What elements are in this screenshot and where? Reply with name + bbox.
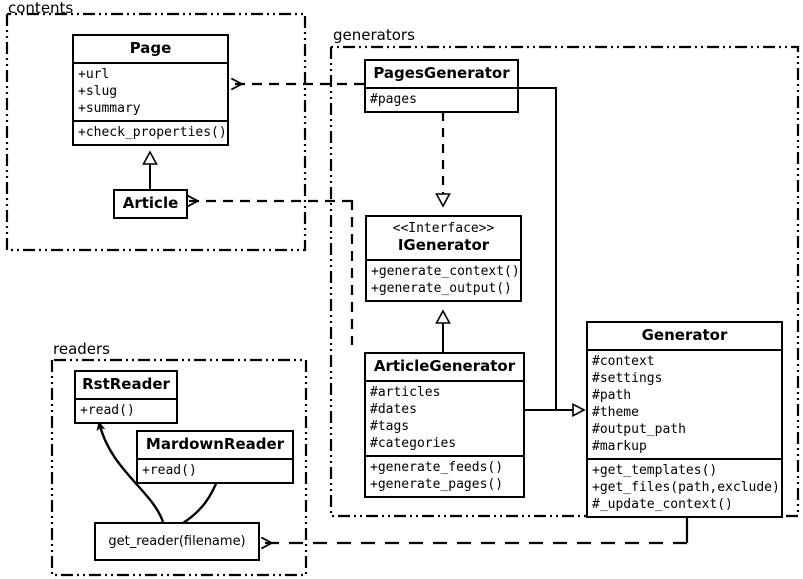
class-stereotype-igenerator: <<Interface>> bbox=[392, 221, 495, 236]
class-name-pages-generator: PagesGenerator bbox=[373, 64, 510, 82]
operation: +read() bbox=[80, 403, 135, 418]
class-box-rst-reader[interactable]: RstReader +read() bbox=[74, 370, 178, 424]
class-name-generator: Generator bbox=[641, 326, 728, 344]
operation: +generate_feeds() bbox=[370, 460, 504, 475]
function-label-get-reader: get_reader(filename) bbox=[108, 534, 246, 549]
attribute: #path bbox=[592, 388, 632, 403]
class-attributes-article-generator: #articles #dates #tags #categories bbox=[366, 380, 523, 455]
attribute: #dates bbox=[370, 402, 417, 417]
relation-articlegenerator-uses-article bbox=[188, 200, 354, 345]
class-box-page[interactable]: Page +url +slug +summary +check_properti… bbox=[72, 34, 229, 146]
class-box-article-generator[interactable]: ArticleGenerator #articles #dates #tags … bbox=[364, 352, 525, 498]
class-name-page: Page bbox=[129, 39, 172, 57]
attribute: #categories bbox=[370, 436, 457, 451]
attribute: #markup bbox=[592, 439, 647, 454]
operation: #_update_context() bbox=[592, 497, 733, 512]
operation: +generate_pages() bbox=[370, 477, 504, 492]
class-operations-rst-reader: +read() bbox=[76, 398, 176, 422]
relation-generators-inherit-generator bbox=[519, 87, 584, 410]
class-attributes-page: +url +slug +summary bbox=[74, 62, 227, 120]
class-name-mardown-reader: MardownReader bbox=[145, 435, 285, 453]
attribute: #settings bbox=[592, 371, 663, 386]
class-box-mardown-reader[interactable]: MardownReader +read() bbox=[136, 430, 294, 484]
attribute: +url bbox=[78, 67, 110, 82]
package-label-generators: generators bbox=[330, 27, 418, 44]
attribute: #theme bbox=[592, 405, 639, 420]
class-operations-mardown-reader: +read() bbox=[138, 458, 292, 482]
operation: +generate_output() bbox=[371, 281, 512, 296]
package-label-readers: readers bbox=[50, 341, 113, 358]
class-attributes-pages-generator: #pages bbox=[366, 87, 517, 111]
class-box-generator[interactable]: Generator #context #settings #path #them… bbox=[586, 321, 783, 518]
class-box-article[interactable]: Article bbox=[113, 189, 188, 219]
attribute: #articles bbox=[370, 385, 441, 400]
class-attributes-generator: #context #settings #path #theme #output_… bbox=[588, 349, 781, 458]
class-operations-igenerator: +generate_context() +generate_output() bbox=[367, 259, 520, 300]
package-label-contents: contents bbox=[5, 0, 77, 17]
class-operations-generator: +get_templates() +get_files(path,exclude… bbox=[588, 458, 781, 516]
class-box-igenerator[interactable]: <<Interface>> IGenerator +generate_conte… bbox=[365, 215, 522, 302]
operation: +check_properties() bbox=[78, 125, 227, 140]
operation: +generate_context() bbox=[371, 264, 520, 279]
operation: +get_templates() bbox=[592, 463, 718, 478]
class-name-igenerator: IGenerator bbox=[397, 236, 490, 254]
class-name-rst-reader: RstReader bbox=[82, 375, 170, 393]
attribute: #context bbox=[592, 354, 655, 369]
operation: +read() bbox=[142, 463, 197, 478]
class-operations-article-generator: +generate_feeds() +generate_pages() bbox=[366, 455, 523, 496]
attribute: #output_path bbox=[592, 422, 686, 437]
class-operations-page: +check_properties() bbox=[74, 120, 227, 144]
class-box-pages-generator[interactable]: PagesGenerator #pages bbox=[364, 59, 519, 113]
class-name-article: Article bbox=[122, 194, 179, 212]
operation: +get_files(path,exclude) bbox=[592, 480, 780, 495]
attribute: #pages bbox=[370, 92, 417, 107]
function-box-get-reader[interactable]: get_reader(filename) bbox=[94, 522, 260, 561]
attribute: +slug bbox=[78, 84, 118, 99]
attribute: #tags bbox=[370, 419, 410, 434]
class-name-article-generator: ArticleGenerator bbox=[373, 357, 516, 375]
attribute: +summary bbox=[78, 101, 141, 116]
